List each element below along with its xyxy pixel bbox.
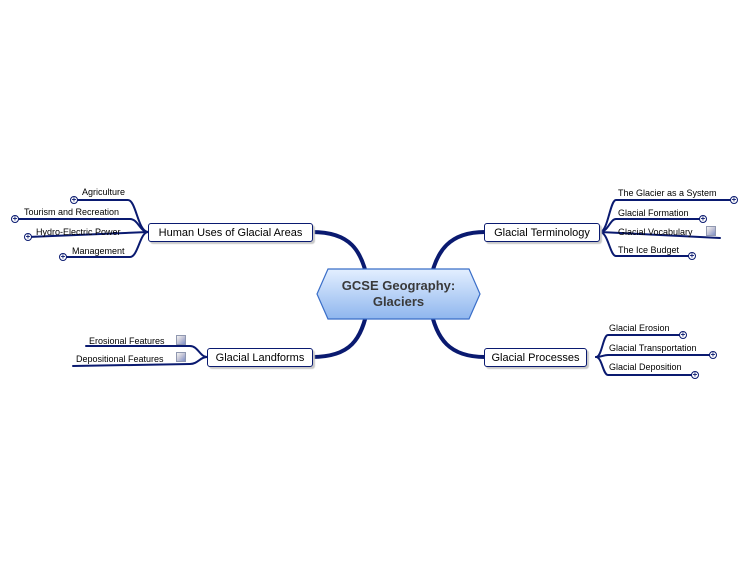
central-title-line2: Glaciers [372,294,425,309]
topic-terminology-label: Glacial Terminology [494,227,590,239]
subtopic-glacier-system[interactable]: The Glacier as a System [618,188,717,198]
plus-circle-icon[interactable]: + [730,195,738,204]
plus-circle-icon[interactable]: + [679,330,687,339]
subtopic-glacial-erosion[interactable]: Glacial Erosion [609,323,670,333]
plus-circle-icon[interactable]: + [699,214,707,223]
note-icon[interactable] [706,226,716,236]
subtopic-hydro[interactable]: Hydro-Electric Power [36,227,121,237]
topic-human-uses-label: Human Uses of Glacial Areas [158,227,303,239]
topic-landforms-label: Glacial Landforms [215,352,305,364]
topic-terminology[interactable]: Glacial Terminology [484,223,600,242]
subtopic-glacial-formation[interactable]: Glacial Formation [618,208,689,218]
subtopic-glacial-vocabulary[interactable]: Glacial Vocabulary [618,227,693,237]
subtopic-glacial-deposition[interactable]: Glacial Deposition [609,362,682,372]
subtopic-management[interactable]: Management [72,246,125,256]
subtopic-tourism[interactable]: Tourism and Recreation [24,207,120,217]
plus-circle-icon[interactable]: + [59,252,67,261]
subtopic-ice-budget[interactable]: The Ice Budget [618,245,680,255]
plus-circle-icon[interactable]: + [24,232,32,241]
topic-processes-label: Glacial Processes [491,352,580,364]
topic-landforms[interactable]: Glacial Landforms [207,348,313,367]
subtopic-agriculture[interactable]: Agriculture [82,187,126,197]
subtopic-erosional-features[interactable]: Erosional Features [89,336,165,346]
plus-circle-icon[interactable]: + [688,251,696,260]
subtopic-glacial-transportation[interactable]: Glacial Transportation [609,343,697,353]
plus-circle-icon[interactable]: + [11,214,19,223]
central-topic[interactable]: GCSE Geography: Glaciers [316,268,481,320]
topic-processes[interactable]: Glacial Processes [484,348,587,367]
note-icon[interactable] [176,335,186,345]
central-title-line1: GCSE Geography: [341,278,456,293]
plus-circle-icon[interactable]: + [709,350,717,359]
plus-circle-icon[interactable]: + [70,195,78,204]
note-icon[interactable] [176,352,186,362]
plus-circle-icon[interactable]: + [691,370,699,379]
topic-human-uses[interactable]: Human Uses of Glacial Areas [148,223,313,242]
subtopic-depositional-features[interactable]: Depositional Features [76,354,164,364]
